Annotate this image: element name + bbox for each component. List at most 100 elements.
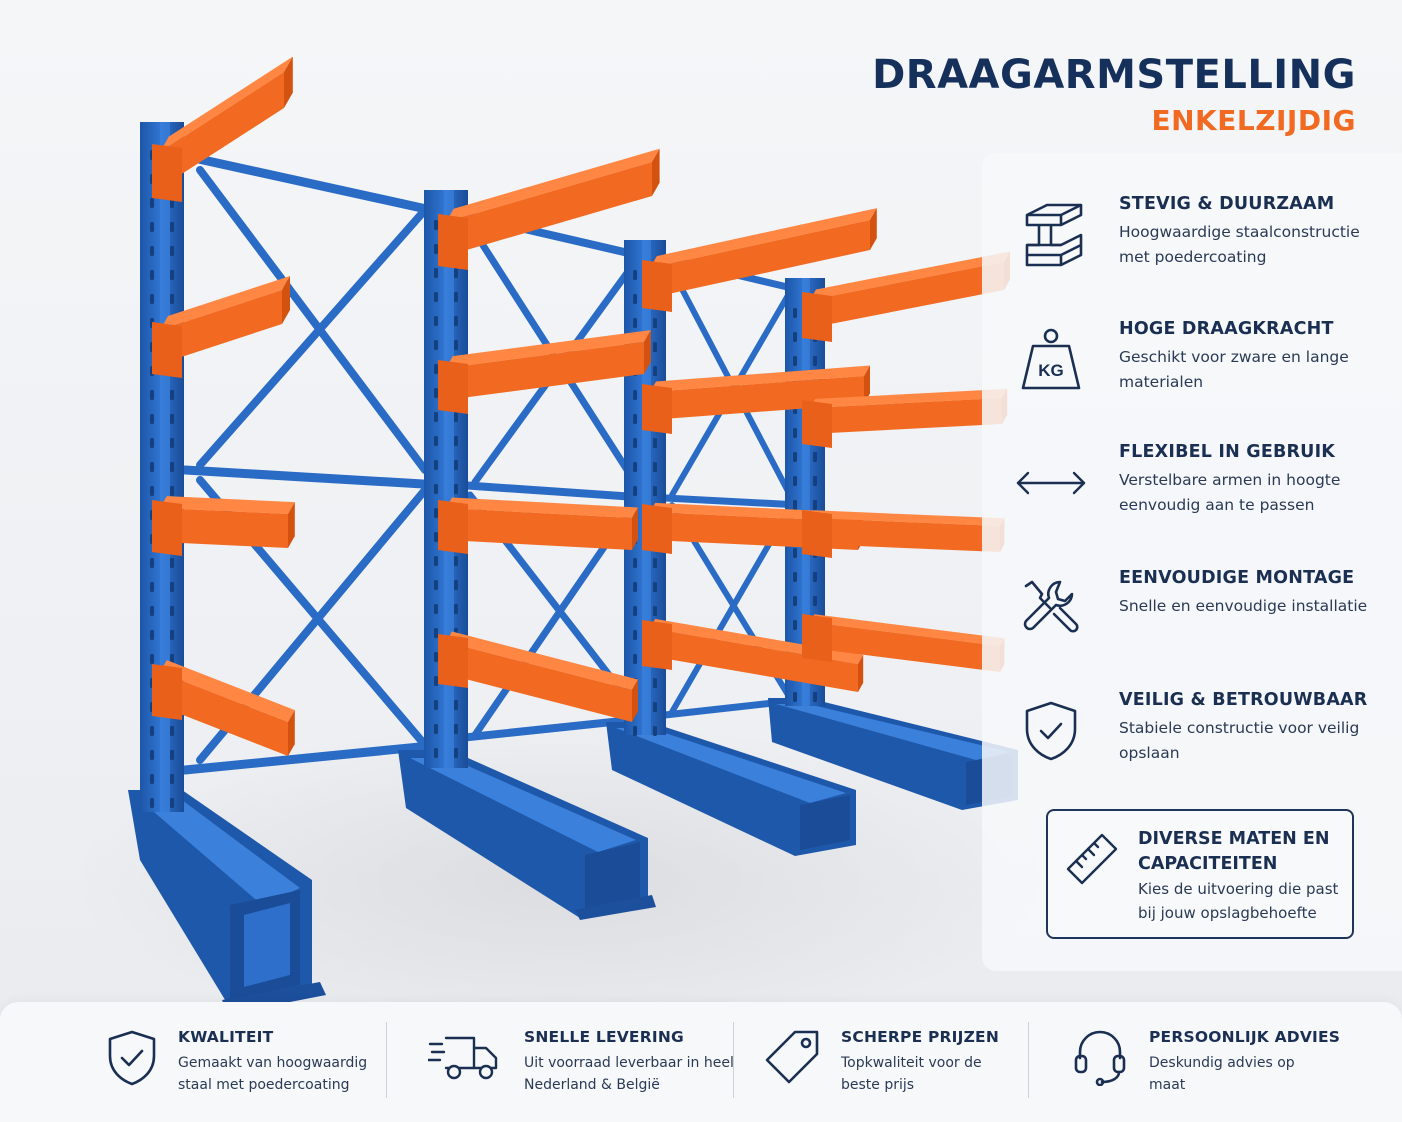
rack-arm-bracket: [642, 504, 672, 554]
column-slot: [653, 702, 657, 712]
column-slot: [150, 726, 154, 736]
rack-arm-end: [288, 502, 295, 548]
rack-arm: [152, 276, 290, 378]
column-slot: [170, 294, 174, 304]
column-slot: [150, 222, 154, 232]
column-slot: [454, 340, 458, 350]
column-slot: [434, 340, 438, 350]
column-slot: [813, 476, 817, 486]
steel-beam-icon: [1014, 198, 1088, 272]
rack-arm-front: [650, 376, 864, 420]
column-slot: [633, 486, 637, 496]
rack-arm-end: [632, 507, 638, 550]
feature-description: Stabiele constructie voor veilig opslaan: [1119, 719, 1360, 762]
column-slot: [793, 452, 797, 462]
column-slot: [434, 436, 438, 446]
column-slot: [633, 438, 637, 448]
column-slot: [633, 606, 637, 616]
column-slot: [434, 556, 438, 566]
column-slot: [633, 390, 637, 400]
feature-title: VEILIG & BETROUWBAAR: [1119, 690, 1368, 710]
column-slot: [813, 356, 817, 366]
column-slot: [454, 580, 458, 590]
column-slot: [170, 630, 174, 640]
rack-arm-front: [810, 262, 1004, 328]
column-slot: [454, 556, 458, 566]
column-slot: [653, 486, 657, 496]
column-slot: [434, 460, 438, 470]
column-slot: [454, 484, 458, 494]
feature-title: EENVOUDIGE MONTAGE: [1119, 568, 1355, 588]
rack-arm-top: [650, 365, 870, 392]
column-slot: [653, 678, 657, 688]
feature-title: HOGE DRAAGKRACHT: [1119, 319, 1334, 339]
column-slot: [454, 748, 458, 758]
rack-arm-top: [810, 251, 1010, 300]
delivery-truck-icon: [426, 1028, 498, 1088]
column-slot: [170, 774, 174, 784]
usp-quality: KWALITEIT Gemaakt van hoogwaardig staal …: [104, 1024, 384, 1104]
rack-arm: [802, 614, 1005, 672]
column-slot: [793, 308, 797, 318]
rack-arm-bracket: [802, 292, 832, 342]
column-slot: [813, 692, 817, 702]
usp-advice: PERSOONLIJK ADVIES Deskundig advies op m…: [1072, 1024, 1372, 1104]
column-slot: [434, 652, 438, 662]
rack-arm-bracket: [438, 634, 468, 688]
cantilever-rack-illustration: [128, 56, 1018, 1010]
column-slot: [813, 452, 817, 462]
column-slot: [434, 268, 438, 278]
rack-arm-bracket: [152, 322, 182, 378]
column-slot: [434, 388, 438, 398]
column-slot: [170, 582, 174, 592]
column-slot: [150, 294, 154, 304]
usp-title: PERSOONLIJK ADVIES: [1149, 1028, 1341, 1046]
rack-arm-bracket: [642, 620, 672, 670]
column-slot: [454, 412, 458, 422]
column-slot: [170, 798, 174, 808]
rack-arm-top: [160, 660, 295, 722]
column-slot: [653, 558, 657, 568]
shield-check-icon: [104, 1028, 168, 1088]
column-slot: [434, 244, 438, 254]
rack-arm-top: [810, 510, 1005, 526]
rack-arm-bracket: [152, 144, 182, 202]
rack-arm-bracket: [642, 260, 672, 312]
page-subtitle: ENKELZIJDIG: [1151, 104, 1356, 137]
feature-title: STEVIG & DUURZAAM: [1119, 194, 1335, 214]
column-slot: [170, 270, 174, 280]
column-slot: [150, 198, 154, 208]
rack-arm-end: [652, 148, 660, 196]
rack-arm: [438, 330, 651, 414]
rack-arm: [152, 660, 295, 756]
rack-arm: [642, 208, 877, 312]
column-slot: [434, 676, 438, 686]
usp-title: SCHERPE PRIJZEN: [841, 1028, 1000, 1046]
column-slot: [150, 486, 154, 496]
weight-kg-label: KG: [1038, 361, 1064, 380]
column-slot: [170, 606, 174, 616]
column-slot: [793, 356, 797, 366]
column-slot: [633, 726, 637, 736]
column-slot: [454, 316, 458, 326]
rack-arm-front: [446, 342, 644, 400]
rack-arm-front: [810, 622, 1000, 672]
rack-arm-bracket: [438, 214, 468, 270]
usp-divider: [386, 1022, 387, 1098]
rack-arm-front: [160, 290, 282, 364]
column-slot: [454, 436, 458, 446]
usp-description: Topkwaliteit voor de beste prijs: [841, 1055, 982, 1093]
feature-description: Hoogwaardige staalconstructie met poeder…: [1119, 223, 1360, 266]
column-slot: [793, 476, 797, 486]
column-slot: [653, 726, 657, 736]
rack-arm-end: [288, 710, 295, 756]
price-tag-icon: [765, 1028, 829, 1088]
column-slot: [150, 630, 154, 640]
ruler-icon: [1062, 829, 1122, 889]
usp-divider: [733, 1022, 734, 1098]
column-slot: [793, 596, 797, 606]
column-slot: [150, 798, 154, 808]
column-slot: [454, 292, 458, 302]
column-slot: [434, 748, 438, 758]
column-slot: [454, 268, 458, 278]
